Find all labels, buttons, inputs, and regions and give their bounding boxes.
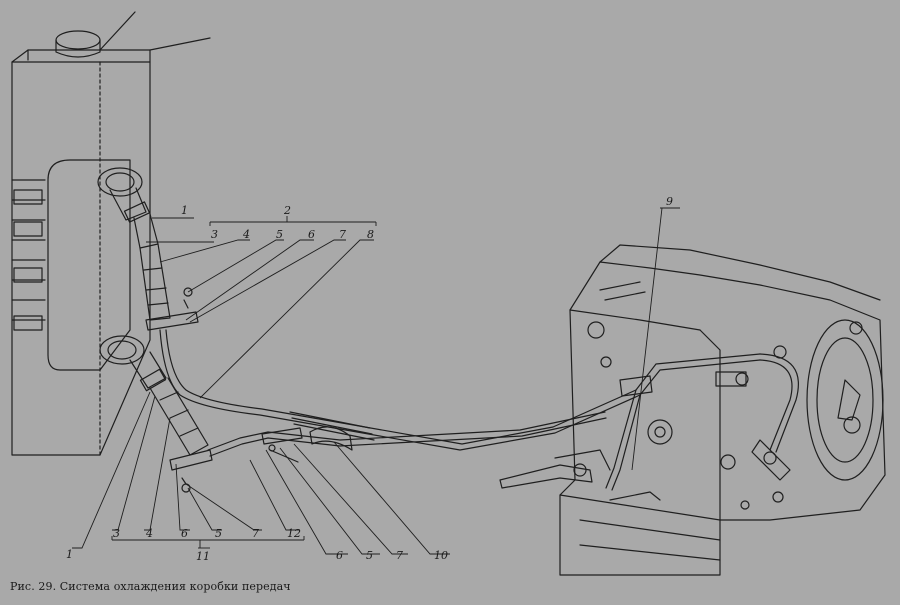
- lower-cooling-pipe: [207, 411, 607, 457]
- label-6-mid: 6: [336, 549, 343, 562]
- label-7-mid: 7: [396, 549, 403, 562]
- label-5-bottom: 5: [215, 527, 222, 540]
- leader-lines: [72, 207, 680, 555]
- label-1-top: 1: [181, 204, 188, 217]
- radiator-filler-cap: [55, 30, 101, 58]
- label-7-bottom: 7: [252, 527, 259, 540]
- transmission-fittings: [605, 353, 799, 491]
- label-3-bottom: 3: [113, 527, 120, 540]
- label-10: 10: [434, 549, 448, 562]
- label-8-top: 8: [367, 228, 374, 241]
- label-3-top: 3: [211, 228, 218, 241]
- label-5-mid: 5: [366, 549, 373, 562]
- radiator: [11, 11, 211, 456]
- figure-caption: Рис. 29. Система охлаждения коробки пере…: [10, 580, 291, 593]
- label-6-top: 6: [308, 228, 315, 241]
- lower-fitting: [99, 335, 167, 392]
- label-1-bottom: 1: [66, 548, 73, 561]
- callout-labels: 1 2 3 4 5 6 7 8 9 1 3 4 6 5 7 12 11 6 5 …: [66, 195, 673, 563]
- label-5-top: 5: [276, 228, 283, 241]
- upper-clamp: [145, 287, 199, 331]
- transmission-bell-housing: [806, 319, 884, 481]
- upper-fitting: [97, 167, 151, 223]
- transmission: [559, 244, 886, 576]
- label-2-top: 2: [283, 204, 291, 217]
- label-9: 9: [666, 195, 673, 208]
- label-7-top: 7: [339, 228, 346, 241]
- label-4-top: 4: [242, 228, 250, 241]
- upper-hose: [133, 213, 171, 321]
- shift-lever: [499, 375, 661, 501]
- label-6-bottom: 6: [181, 527, 188, 540]
- label-11: 11: [196, 550, 210, 563]
- pipe-clamp: [261, 411, 375, 463]
- label-12: 12: [287, 527, 301, 540]
- label-4-bottom: 4: [145, 527, 153, 540]
